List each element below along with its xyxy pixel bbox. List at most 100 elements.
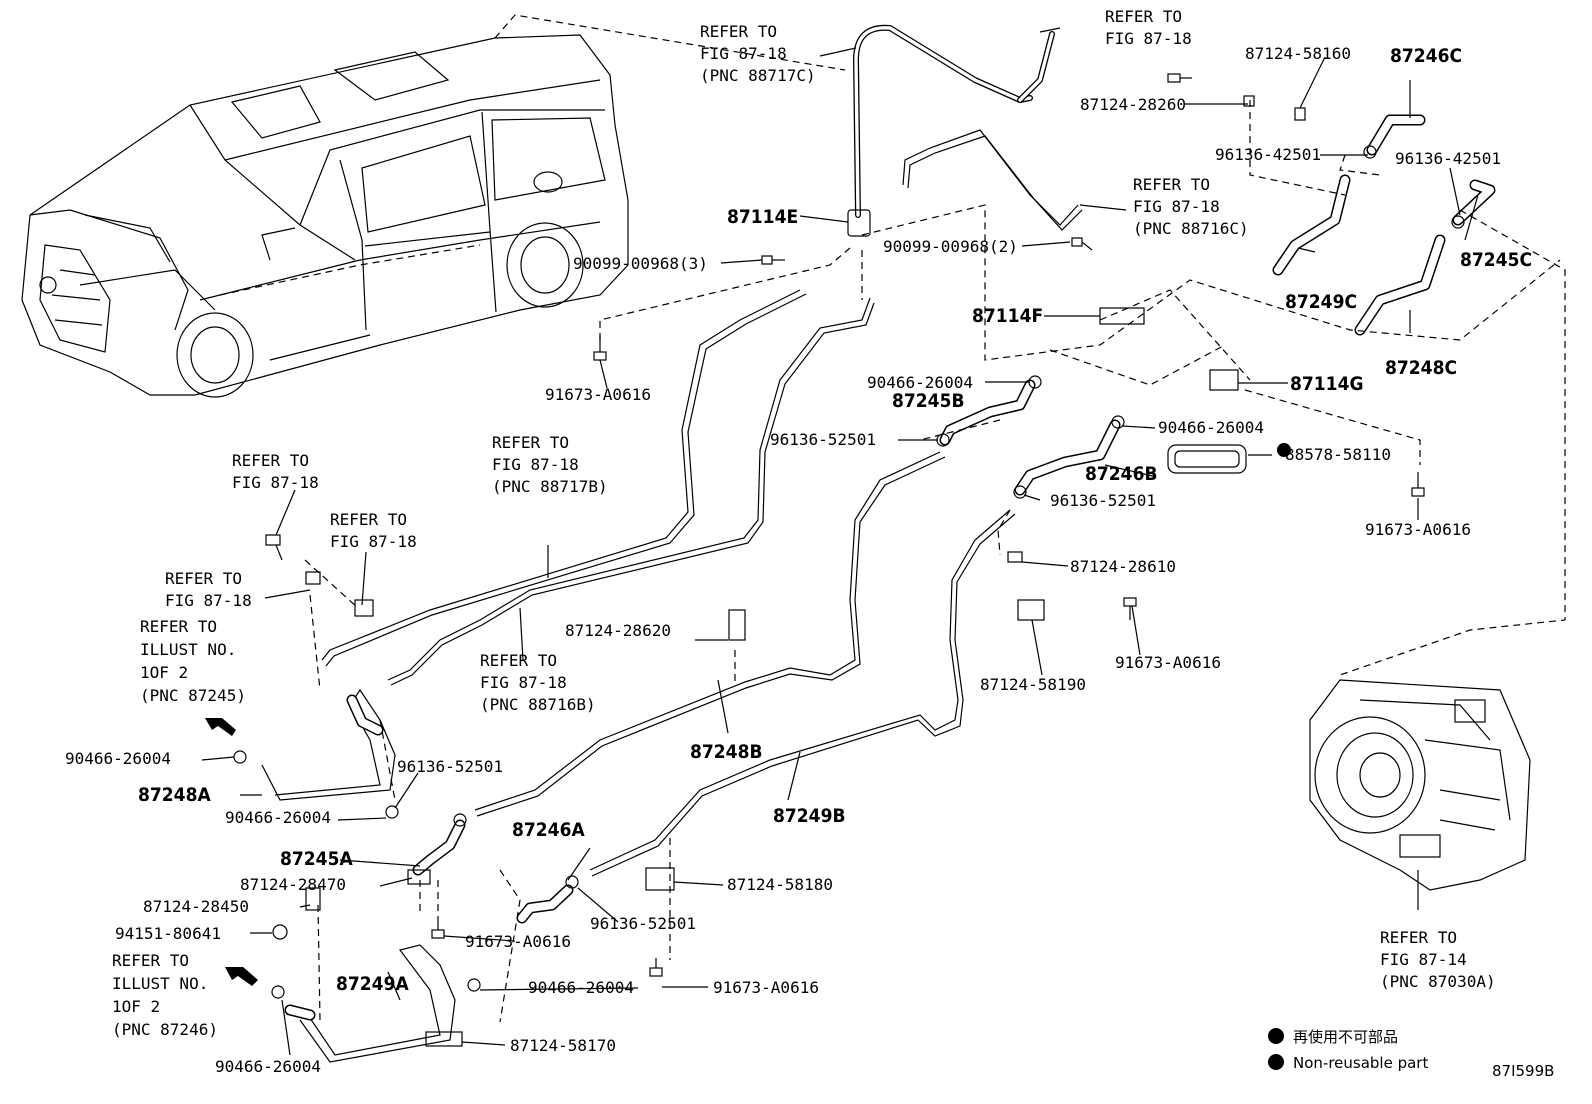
part-label[interactable]: 90466-26004 [65,749,171,768]
part-label[interactable]: 96136-52501 [770,430,876,449]
svg-text:REFER TO: REFER TO [1105,7,1182,26]
part-label[interactable]: 87245C [1460,249,1532,271]
part-label[interactable]: 87124-28470 [240,875,346,894]
part-label[interactable]: 91673-A0616 [713,978,819,997]
svg-text:ILLUST NO.: ILLUST NO. [112,974,208,993]
diagram-id: 87I599B [1492,1062,1554,1080]
svg-text:REFER TO: REFER TO [700,22,777,41]
refer-block-top-right: REFER TO FIG 87-18 [1105,7,1192,48]
part-label[interactable]: 96136-52501 [590,914,696,933]
part-label[interactable]: 87124-58180 [727,875,833,894]
non-reusable-marker-icon [1268,1028,1284,1044]
part-label[interactable]: 87246A [512,819,585,841]
part-label[interactable]: 94151-80641 [115,924,221,943]
svg-text:(PNC 87245): (PNC 87245) [140,686,246,705]
refer-block-87030A: REFER TO FIG 87-14 (PNC 87030A) [1380,928,1496,991]
part-label[interactable]: 91673-A0616 [465,932,571,951]
bolt-icon [1167,73,1192,83]
refer-block-88716C: REFER TO FIG 87-18 (PNC 88716C) [1133,175,1249,238]
part-label[interactable]: 96136-52501 [1050,491,1156,510]
refer-block-88717B: REFER TO FIG 87-18 (PNC 88717B) [492,433,608,496]
refer-block-88717C: REFER TO FIG 87-18 (PNC 88717C) [700,22,816,85]
svg-text:(PNC 88717B): (PNC 88717B) [492,477,608,496]
svg-text:(PNC 87030A): (PNC 87030A) [1380,972,1496,991]
svg-text:FIG 87-18: FIG 87-18 [1105,29,1192,48]
part-label[interactable]: 91673-A0616 [545,385,651,404]
bolt-icon [649,958,663,977]
part-label[interactable]: 96136-52501 [397,757,503,776]
non-reusable-marker-icon [1277,443,1291,457]
part-label[interactable]: 87124-28610 [1070,557,1176,576]
part-label[interactable]: 87124-58170 [510,1036,616,1055]
part-label[interactable]: 87114G [1290,373,1364,395]
dashed-guides [304,100,1566,1023]
part-label[interactable]: 87248C [1385,357,1457,379]
bolt-icon [761,255,785,265]
part-label[interactable]: 91673-A0616 [1115,653,1221,672]
svg-text:REFER TO: REFER TO [232,451,309,470]
bolt-icon [265,534,283,561]
part-label[interactable]: 90466-26004 [215,1057,321,1076]
part-label[interactable]: 90099-00968(3) [573,254,708,273]
part-label[interactable]: 87124-58190 [980,675,1086,694]
arrow-icon [205,718,236,736]
part-label[interactable]: 87245B [892,390,965,412]
part-label[interactable]: 90466-26004 [528,978,634,997]
part-label[interactable]: 87249B [773,805,846,827]
bolt-icon [1071,237,1093,251]
svg-text:(PNC 87246): (PNC 87246) [112,1020,218,1039]
svg-text:FIG 87-18: FIG 87-18 [480,673,567,692]
svg-text:REFER TO: REFER TO [330,510,407,529]
part-label[interactable]: 96136-42501 [1395,149,1501,168]
part-label[interactable]: 88578-58110 [1285,445,1391,464]
part-label[interactable]: 90466-26004 [1158,418,1264,437]
svg-text:(PNC 88716B): (PNC 88716B) [480,695,596,714]
bolt-icon [1411,472,1425,497]
bolt-icon [1123,597,1137,620]
pipe-routing [261,24,1496,1063]
part-label[interactable]: 87114F [972,305,1043,327]
part-label[interactable]: 87249A [336,973,409,995]
hvac-unit-illustration [1309,679,1531,910]
part-label[interactable]: 87246B [1085,463,1158,485]
small-parts [233,73,1465,1047]
svg-text:REFER TO: REFER TO [1133,175,1210,194]
svg-text:FIG 87-18: FIG 87-18 [700,44,787,63]
ref-line-roof [494,14,846,71]
svg-text:1OF 2: 1OF 2 [140,663,188,682]
part-label[interactable]: 87248A [138,784,211,806]
part-label[interactable]: 87249C [1285,291,1357,313]
svg-text:FIG 87-14: FIG 87-14 [1380,950,1467,969]
part-label[interactable]: 87124-28260 [1080,95,1186,114]
svg-text:ILLUST NO.: ILLUST NO. [140,640,236,659]
svg-text:(PNC 88717C): (PNC 88717C) [700,66,816,85]
svg-text:FIG 87-18: FIG 87-18 [232,473,319,492]
refer-block-88716B: REFER TO FIG 87-18 (PNC 88716B) [480,651,596,714]
bolt-icon [593,336,607,361]
part-label[interactable]: 87124-28450 [143,897,249,916]
part-label[interactable]: 87245A [280,848,353,870]
part-label[interactable]: 90466-26004 [867,373,973,392]
non-reusable-marker-icon [1268,1054,1284,1070]
refer-block-left-3: REFER TO FIG 87-18 [165,569,252,610]
svg-text:REFER TO: REFER TO [480,651,557,670]
part-labels: 87124-58160 87246C 87124-28260 96136-425… [65,44,1532,1076]
svg-text:FIG 87-18: FIG 87-18 [330,532,417,551]
part-label[interactable]: 90466-26004 [225,808,331,827]
svg-text:FIG 87-18: FIG 87-18 [165,591,252,610]
svg-text:REFER TO: REFER TO [140,617,217,636]
part-label[interactable]: 90099-00968(2) [883,237,1018,256]
svg-text:REFER TO: REFER TO [112,951,189,970]
part-label[interactable]: 87246C [1390,45,1462,67]
part-label[interactable]: 91673-A0616 [1365,520,1471,539]
part-label[interactable]: 87114E [727,206,798,228]
svg-text:FIG 87-18: FIG 87-18 [492,455,579,474]
part-label[interactable]: 87124-58160 [1245,44,1351,63]
svg-text:REFER TO: REFER TO [492,433,569,452]
legend: 再使用不可部品 Non-reusable part [1268,1028,1428,1072]
part-label[interactable]: 96136-42501 [1215,145,1321,164]
part-label[interactable]: 87124-28620 [565,621,671,640]
refer-block-left-2: REFER TO FIG 87-18 [330,510,417,551]
part-label[interactable]: 87248B [690,741,763,763]
